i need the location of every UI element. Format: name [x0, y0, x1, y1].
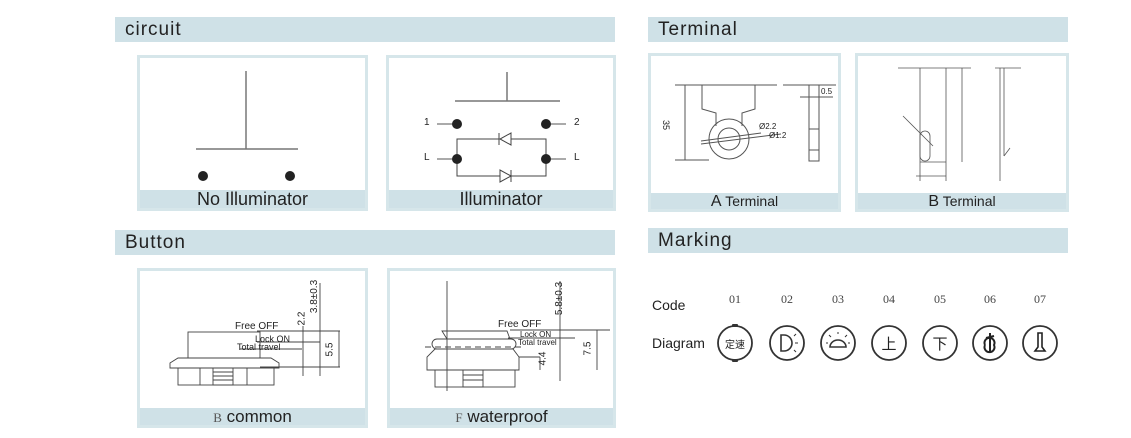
- wp-total-travel-label: Total travel: [518, 338, 557, 347]
- marking-05-text: 下: [932, 336, 948, 353]
- marking-01-cruise-icon: [717, 324, 753, 362]
- button-waterproof-caption: F waterproof: [390, 408, 613, 425]
- code-01: 01: [729, 292, 741, 306]
- terminal-b-drawing: [898, 67, 1021, 181]
- terminal-a-prefix: A: [710, 193, 722, 210]
- free-off-label: Free OFF: [235, 321, 279, 332]
- terminal-b-label: Terminal: [942, 193, 996, 209]
- code-05: 05: [934, 292, 946, 306]
- section-header-terminal: Terminal: [648, 17, 1068, 42]
- dim-4-4: 4.4: [537, 351, 549, 366]
- button-common-caption: B common: [140, 408, 365, 425]
- switch-circuit-diagram: [196, 71, 298, 181]
- dim-2-2: 2.2: [296, 311, 308, 326]
- pin-label-2: 2: [574, 117, 580, 128]
- dim-7-5: 7.5: [582, 341, 594, 356]
- terminal-b-caption: B Terminal: [858, 193, 1066, 210]
- section-header-circuit: circuit: [115, 17, 615, 42]
- marking-03-hazard-light-icon: [820, 325, 856, 361]
- waterproof-prefix: F: [455, 410, 463, 425]
- terminal-b-panel: B Terminal: [855, 53, 1069, 212]
- common-prefix: B: [213, 410, 222, 425]
- terminal-a-drawing: [675, 84, 836, 162]
- dim-phi-1-2: Ø1.2: [769, 131, 787, 140]
- marking-02-headlight-icon: [769, 325, 805, 361]
- marking-04-up-icon: [871, 325, 907, 361]
- total-travel-label: Total travel: [237, 342, 281, 352]
- lock-on-label: Lock ON: [255, 334, 291, 344]
- no-illuminator-caption: No Illuminator: [140, 190, 365, 208]
- diagram-label: Diagram: [652, 335, 705, 351]
- illuminator-caption: Illuminator: [389, 190, 613, 208]
- pin-label-1: 1: [424, 117, 430, 128]
- code-label: Code: [652, 297, 686, 313]
- terminal-b-prefix: B: [928, 193, 940, 210]
- marking-07-wiper-icon: [1022, 325, 1058, 361]
- pin-label-l-left: L: [424, 152, 430, 163]
- marking-06-horn-icon: [972, 325, 1008, 361]
- button-waterproof-panel: Free OFF Lock ON Total travel 5.8±0.3 7.…: [387, 268, 616, 428]
- button-waterproof-drawing: [425, 281, 610, 391]
- marking-01-text: 定速: [725, 340, 745, 351]
- dim-35: 35: [661, 119, 672, 131]
- wp-free-off-label: Free OFF: [498, 319, 542, 330]
- waterproof-label: waterproof: [467, 407, 548, 426]
- dim-3-8: 3.8±0.3: [309, 279, 321, 314]
- marking-05-down-icon: [922, 325, 958, 361]
- code-07: 07: [1034, 292, 1046, 306]
- wp-lock-on-label: Lock ON: [520, 330, 552, 339]
- button-common-drawing: [169, 283, 340, 386]
- illuminated-switch-circuit-diagram: [437, 72, 566, 183]
- code-04: 04: [883, 292, 895, 306]
- terminal-a-label: Terminal: [725, 193, 779, 209]
- circuit-no-illuminator-panel: No Illuminator: [137, 55, 368, 211]
- terminal-a-panel: 35 0.5 Ø2.2 Ø1.2 A Terminal: [648, 53, 841, 212]
- dim-5-5: 5.5: [324, 342, 336, 357]
- section-header-button: Button: [115, 230, 615, 255]
- button-common-panel: Free OFF Lock ON Total travel 2.2 3.8±0.…: [137, 268, 368, 428]
- code-03: 03: [832, 292, 844, 306]
- terminal-a-caption: A Terminal: [651, 193, 838, 210]
- pin-label-l-right: L: [574, 152, 580, 163]
- dim-5-8: 5.8±0.3: [554, 281, 566, 316]
- section-header-marking: Marking: [648, 228, 1068, 253]
- code-02: 02: [781, 292, 793, 306]
- dim-phi-2-2: Ø2.2: [759, 122, 777, 131]
- common-label: common: [226, 407, 292, 426]
- circuit-illuminator-panel: 1 2 L L Illuminator: [386, 55, 616, 211]
- code-06: 06: [984, 292, 996, 306]
- marking-04-text: 上: [881, 336, 897, 353]
- dim-0-5: 0.5: [821, 87, 833, 96]
